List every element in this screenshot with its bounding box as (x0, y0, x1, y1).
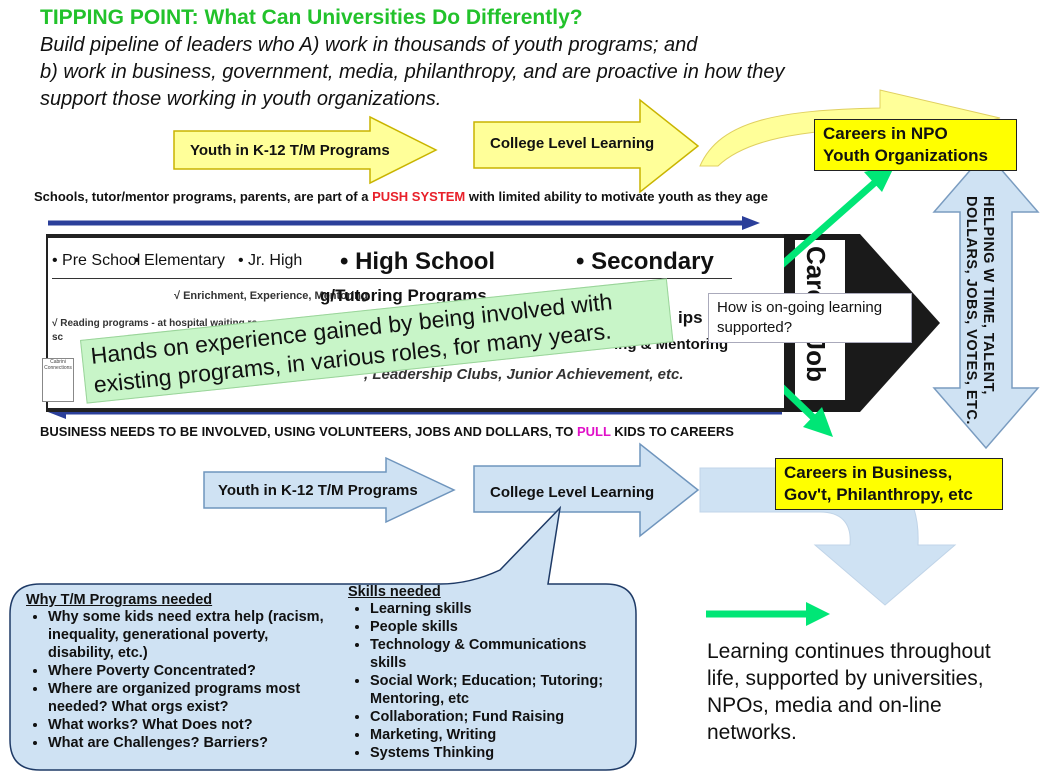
pull-highlight: PULL (576, 424, 611, 439)
careers-business-box: Careers in Business, Gov't, Philanthropy… (775, 458, 1003, 510)
logo-text: Cabrini Connections (44, 359, 72, 371)
list-item: Collaboration; Fund Raising (370, 708, 620, 726)
careers-npo-line1: Careers in NPO (823, 124, 948, 143)
list-item: Systems Thinking (370, 744, 620, 762)
skills-list: Learning skills People skills Technology… (348, 600, 620, 762)
why-programs-heading: Why T/M Programs needed (26, 592, 213, 608)
ongoing-learning-callout: How is on-going learning supported? (708, 293, 912, 343)
skills-section: Skills needed Learning skills People ski… (348, 584, 620, 762)
list-item: Why some kids need extra help (racism, i… (48, 608, 326, 662)
stage-high-school: • High School (340, 248, 496, 275)
legend-text: Learning continues throughout life, supp… (707, 640, 991, 744)
list-item: What works? What Does not? (48, 716, 326, 734)
careers-npo-line2: Youth Organizations (823, 146, 988, 165)
push-banner-after: with limited ability to motivate youth a… (465, 189, 768, 204)
enrichment-text: √ Enrichment, Experience, Mentoring (174, 290, 368, 302)
college-bottom-label: College Level Learning (490, 484, 655, 501)
college-top-arrow (473, 98, 700, 194)
speech-bubble (9, 505, 637, 771)
page-title: TIPPING POINT: What Can Universities Do … (40, 6, 583, 29)
list-item: Marketing, Writing (370, 726, 620, 744)
push-banner: Schools, tutor/mentor programs, parents,… (34, 189, 768, 204)
ips-text: ips (678, 308, 703, 327)
list-item: Where are organized programs most needed… (48, 680, 326, 716)
list-item: Social Work; Education; Tutoring; Mentor… (370, 672, 620, 708)
why-programs-section: Why T/M Programs needed Why some kids ne… (26, 592, 326, 752)
stage-underline (52, 278, 732, 279)
pull-banner-after: KIDS TO CAREERS (610, 424, 734, 439)
leadership-text: , Leadership Clubs, Junior Achievement, … (364, 366, 684, 383)
list-item: Learning skills (370, 600, 620, 618)
stage-jr-high: • Jr. High (238, 252, 303, 269)
push-banner-before: Schools, tutor/mentor programs, parents,… (34, 189, 373, 204)
vertical-arrow-text: HELPING W TIME, TALENT, DOLLARS, JOBS, V… (963, 196, 996, 425)
careers-business-line2: Gov't, Philanthropy, etc (784, 485, 973, 504)
push-system-highlight: PUSH SYSTEM (372, 189, 466, 204)
green-arrow-up-head (864, 165, 895, 192)
pull-banner: BUSINESS NEEDS TO BE INVOLVED, USING VOL… (40, 424, 734, 439)
pull-banner-before: BUSINESS NEEDS TO BE INVOLVED, USING VOL… (40, 424, 577, 439)
youth-bottom-label: Youth in K-12 T/M Programs (218, 482, 418, 499)
skills-heading: Skills needed (348, 584, 441, 600)
vertical-double-arrow (932, 150, 1040, 450)
college-top-label: College Level Learning (490, 135, 655, 152)
careers-npo-box: Careers in NPO Youth Organizations (814, 119, 1017, 171)
stage-secondary: • Secondary (576, 248, 714, 275)
college-bottom-arrow (473, 442, 700, 538)
list-item: Where Poverty Concentrated? (48, 662, 326, 680)
why-programs-list: Why some kids need extra help (racism, i… (26, 608, 326, 752)
reading-text-2: sc (52, 332, 64, 343)
youth-top-arrow (173, 115, 438, 185)
youth-bottom-arrow (203, 456, 456, 524)
list-item: Technology & Communications skills (370, 636, 620, 672)
push-arrowhead (742, 216, 760, 230)
tutoring-text: g/Tutoring Programs (320, 286, 487, 305)
reading-text: √ Reading programs - at hospital waiting… (52, 318, 258, 329)
stage-elementary: • Elementary (134, 252, 225, 269)
subtitle-line-2: b) work in business, government, media, … (40, 61, 785, 83)
careers-business-line1: Careers in Business, (784, 463, 953, 482)
subtitle-line-3: support those working in youth organizat… (40, 88, 442, 110)
stage-preschool: • Pre School (52, 252, 141, 269)
green-arrow-down-head (803, 407, 833, 437)
legend-arrow-head (806, 602, 830, 626)
list-item: What are Challenges? Barriers? (48, 734, 326, 752)
logo-icon: Cabrini Connections (42, 358, 74, 402)
youth-top-label: Youth in K-12 T/M Programs (190, 142, 390, 159)
list-item: People skills (370, 618, 620, 636)
subtitle-line-1: Build pipeline of leaders who A) work in… (40, 34, 698, 56)
